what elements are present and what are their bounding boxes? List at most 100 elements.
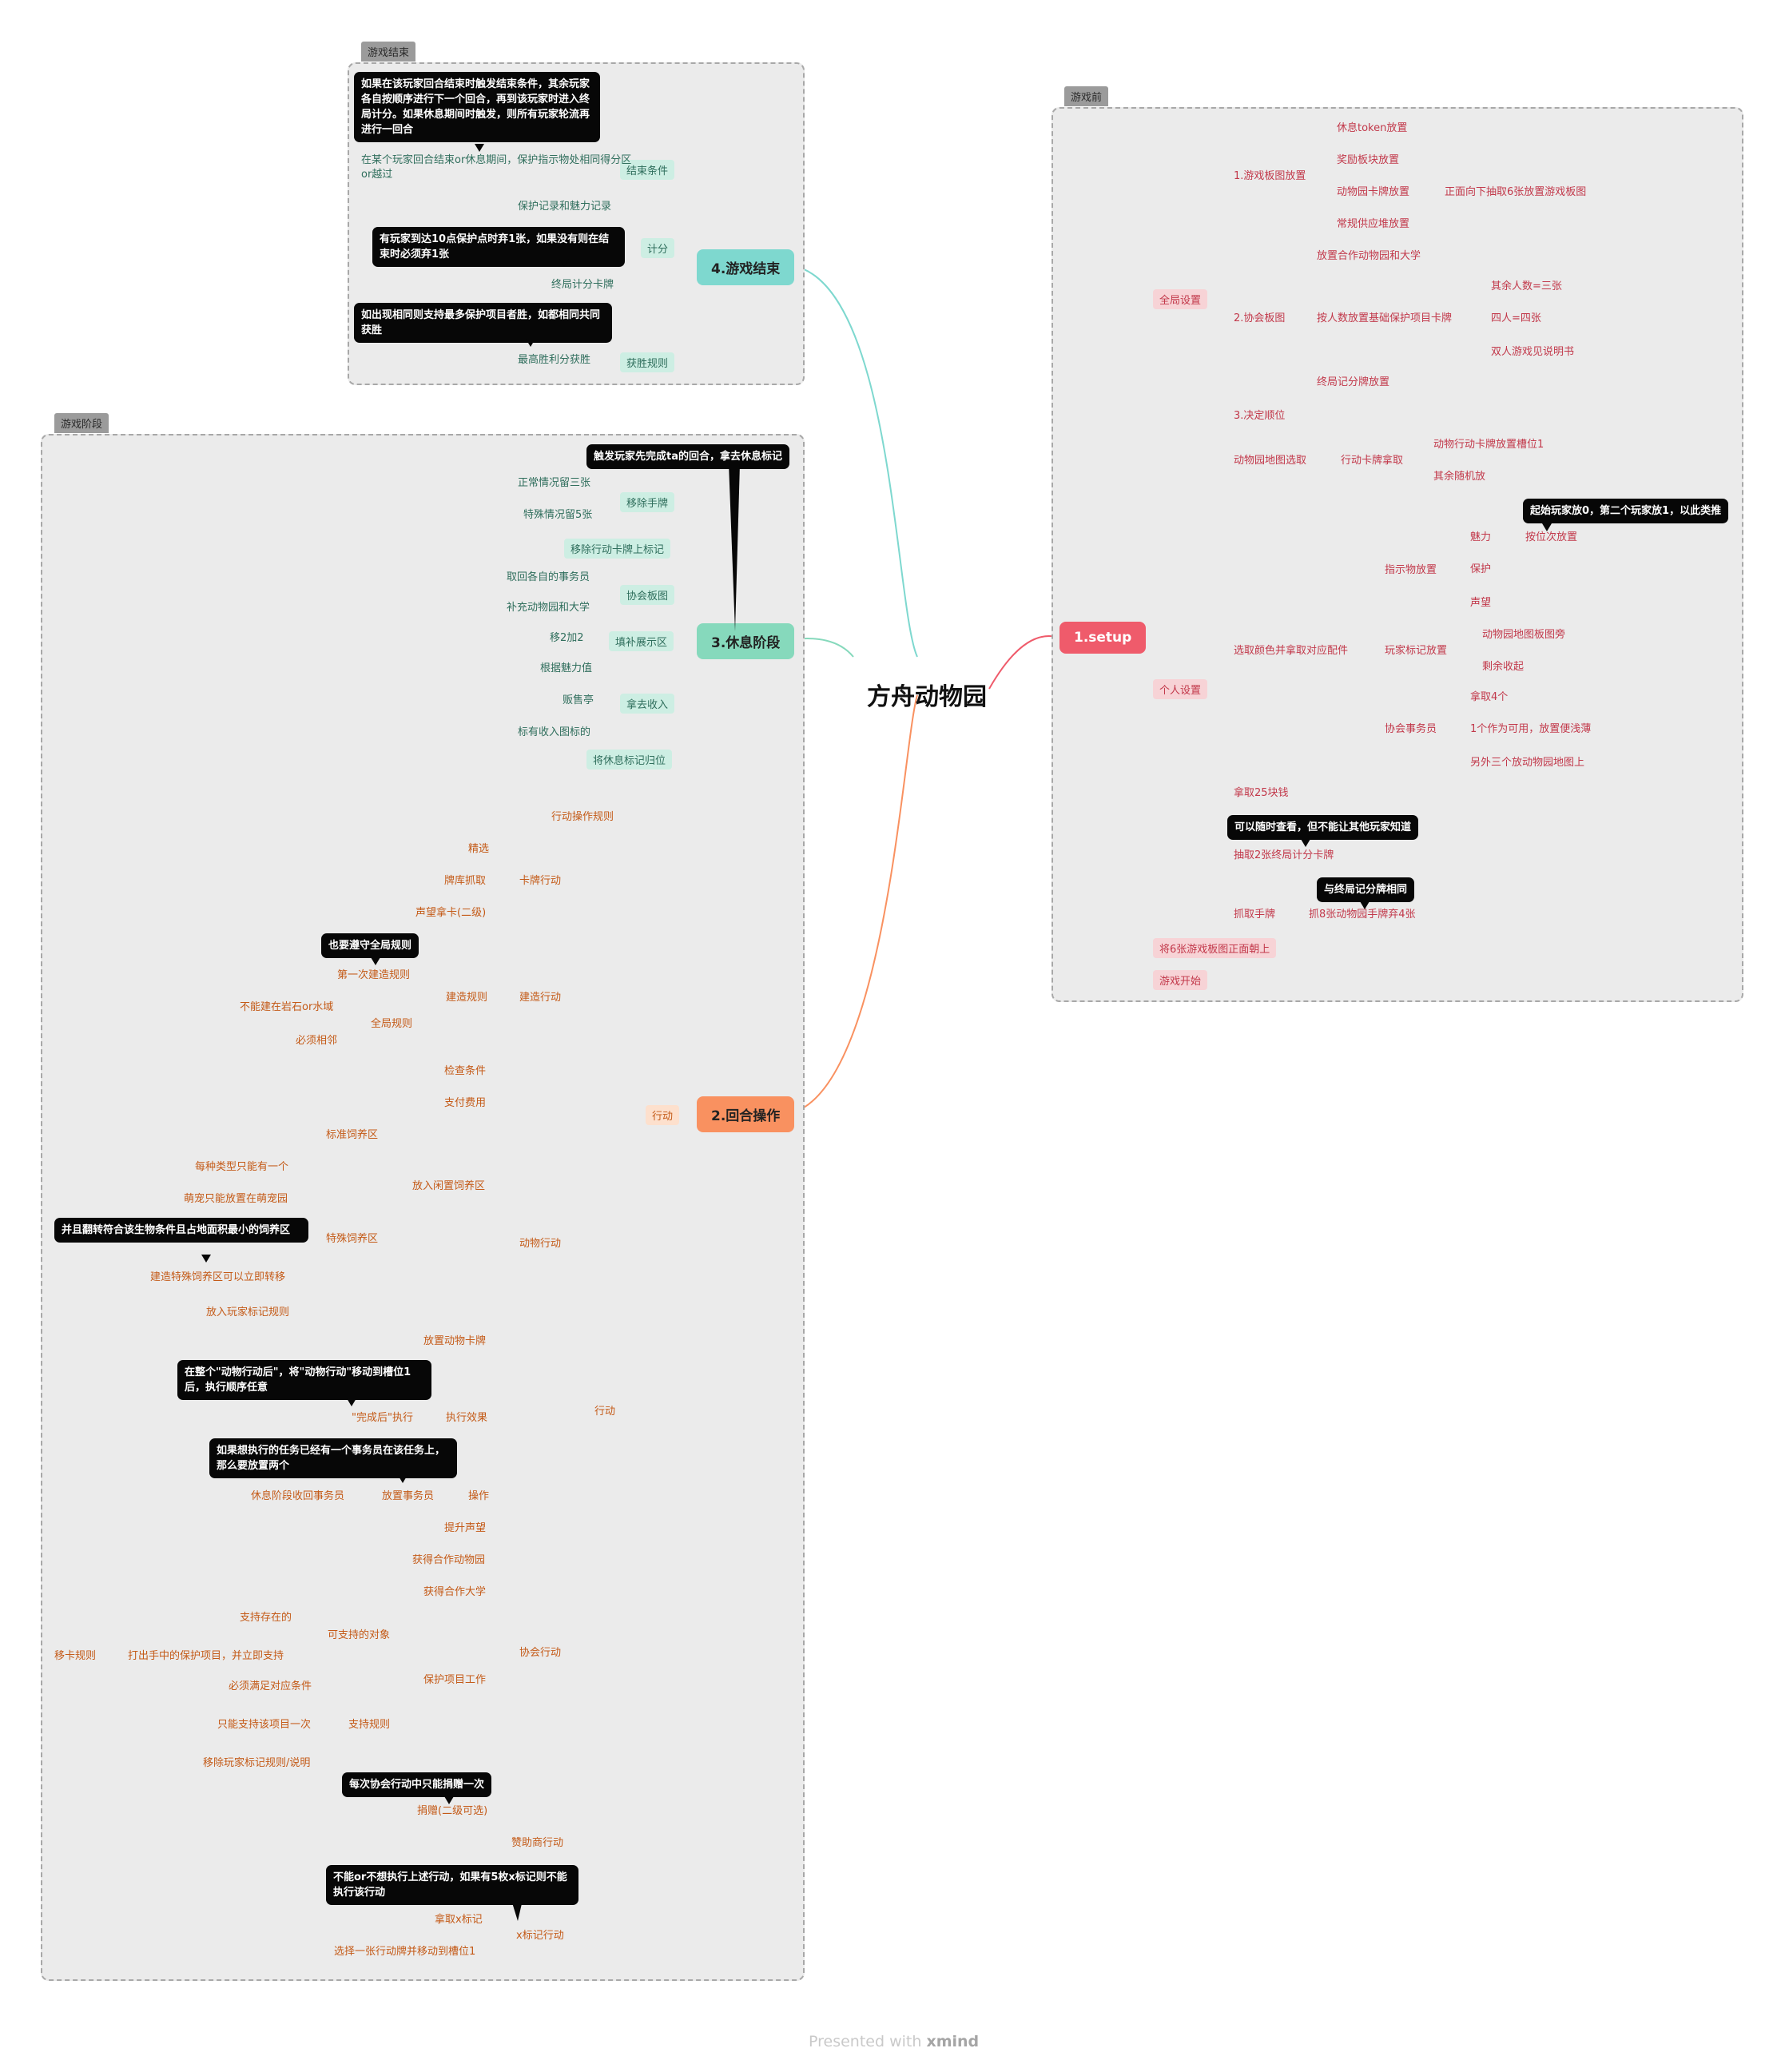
setup-board-animal-detail[interactable]: 正面向下抽取6张放置游戏板图 bbox=[1445, 186, 1587, 198]
round-global-rules[interactable]: 全局规则 bbox=[371, 1018, 413, 1030]
round-global-rule-item-1[interactable]: 必须相邻 bbox=[296, 1035, 338, 1047]
setup-money[interactable]: 拿取25块钱 bbox=[1234, 787, 1289, 799]
callout-end-trigger[interactable]: 如果在该玩家回合结束时触发结束条件，其余玩家各自按顺序进行下一个回合，再到该玩家… bbox=[354, 72, 600, 142]
end-scoring[interactable]: 计分 bbox=[641, 238, 675, 258]
topic-rest[interactable]: 3.休息阶段 bbox=[697, 623, 795, 659]
round-supportable-item-1[interactable]: 打出手中的保护项目，并立即支持 bbox=[128, 1650, 284, 1662]
callout-same-as-final[interactable]: 与终局记分牌相同 bbox=[1317, 877, 1415, 902]
round-pay[interactable]: 支付费用 bbox=[444, 1097, 487, 1109]
setup-flip[interactable]: 将6张游戏板图正面朝上 bbox=[1153, 938, 1277, 958]
round-supportable[interactable]: 可支持的对象 bbox=[328, 1629, 391, 1641]
setup-map-pick[interactable]: 动物园地图选取 bbox=[1234, 455, 1307, 467]
callout-start-order[interactable]: 起始玩家放0，第二个玩家放1，以此类推 bbox=[1523, 499, 1729, 523]
setup-board[interactable]: 1.游戏板图放置 bbox=[1234, 170, 1306, 182]
round-global-rule-item-0[interactable]: 不能建在岩石or水域 bbox=[240, 1001, 334, 1013]
round-x-action[interactable]: x标记行动 bbox=[516, 1930, 564, 1942]
setup-board-item-0[interactable]: 休息token放置 bbox=[1337, 122, 1408, 134]
setup-board-item-2[interactable]: 动物园卡牌放置 bbox=[1337, 186, 1410, 198]
round-sponsor-action[interactable]: 赞助商行动 bbox=[511, 1837, 564, 1849]
setup-hand[interactable]: 抓取手牌 bbox=[1234, 909, 1276, 921]
round-x-item-0[interactable]: 拿取x标记 bbox=[435, 1914, 483, 1926]
boundary-before-tag[interactable]: 游戏前 bbox=[1064, 86, 1109, 106]
rest-reset[interactable]: 将休息标记归位 bbox=[586, 750, 673, 770]
setup-worker-item-0[interactable]: 拿取4个 bbox=[1470, 691, 1509, 703]
setup-board-item-3[interactable]: 常规供应堆放置 bbox=[1337, 218, 1410, 230]
rest-income-item-0[interactable]: 根据魅力值 bbox=[540, 662, 593, 674]
rest-discard-item-0[interactable]: 正常情况留三张 bbox=[518, 477, 591, 489]
round-assoc-item-2[interactable]: 获得合作大学 bbox=[423, 1586, 487, 1598]
end-win-detail[interactable]: 最高胜利分获胜 bbox=[518, 354, 591, 366]
callout-peek[interactable]: 可以随时查看，但不能让其他玩家知道 bbox=[1227, 815, 1419, 840]
topic-round[interactable]: 2.回合操作 bbox=[697, 1096, 795, 1132]
end-scoring-item-1[interactable]: 终局计分卡牌 bbox=[551, 279, 614, 291]
round-build-rules[interactable]: 建造规则 bbox=[446, 992, 488, 1004]
central-topic[interactable]: 方舟动物园 bbox=[867, 683, 987, 711]
callout-smallest-enclosure[interactable]: 并且翻转符合该生物条件且占地面积最小的饲养区 bbox=[54, 1218, 308, 1243]
rest-remove-marks[interactable]: 移除行动卡牌上标记 bbox=[564, 539, 671, 559]
setup-assoc-item-1[interactable]: 按人数放置基础保护项目卡牌 bbox=[1317, 312, 1453, 324]
round-support-rules[interactable]: 支持规则 bbox=[348, 1719, 391, 1731]
setup-hand-detail[interactable]: 抓8张动物园手牌弃4张 bbox=[1309, 909, 1416, 921]
topic-end[interactable]: 4.游戏结束 bbox=[697, 249, 795, 285]
round-rule[interactable]: 行动操作规则 bbox=[551, 811, 614, 823]
round-special-enclosure[interactable]: 特殊饲养区 bbox=[326, 1233, 379, 1245]
round-special-item-1[interactable]: 萌宠只能放置在萌宠园 bbox=[184, 1193, 288, 1205]
end-win[interactable]: 获胜规则 bbox=[620, 352, 675, 372]
setup-marker-charm-detail[interactable]: 按位次放置 bbox=[1525, 531, 1578, 543]
round-effect-detail[interactable]: "完成后"执行 bbox=[352, 1412, 413, 1424]
rest-income-item-2[interactable]: 标有收入图标的 bbox=[518, 726, 591, 738]
setup-order[interactable]: 3.决定顺位 bbox=[1234, 410, 1286, 422]
setup-player-count-2[interactable]: 双人游戏见说明书 bbox=[1491, 346, 1575, 358]
setup-player-count-1[interactable]: 四人=四张 bbox=[1491, 312, 1541, 324]
round-enclosure[interactable]: 放入闲置饲养区 bbox=[412, 1180, 486, 1192]
round-place-worker[interactable]: 放置事务员 bbox=[382, 1490, 435, 1502]
setup-assoc[interactable]: 2.协会板图 bbox=[1234, 312, 1286, 324]
setup-marker-item-0[interactable]: 魅力 bbox=[1470, 531, 1492, 543]
setup-assoc-item-2[interactable]: 终局记分牌放置 bbox=[1317, 376, 1390, 388]
setup-worker-item-1[interactable]: 1个作为可用，放置便浅薄 bbox=[1470, 723, 1592, 735]
setup-personal[interactable]: 个人设置 bbox=[1153, 679, 1208, 699]
callout-after-animal[interactable]: 在整个"动物行动后"，将"动物行动"移动到槽位1后，执行顺序任意 bbox=[177, 1360, 431, 1400]
callout-build-global[interactable]: 也要遵守全局规则 bbox=[321, 933, 419, 958]
setup-board-item-1[interactable]: 奖励板块放置 bbox=[1337, 154, 1400, 166]
rest-assoc-item-1[interactable]: 补充动物园和大学 bbox=[507, 602, 590, 614]
rest-assoc[interactable]: 协会板图 bbox=[620, 585, 675, 605]
round-support-rule-item-2[interactable]: 移除玩家标记规则/说明 bbox=[203, 1757, 311, 1769]
round-build-action[interactable]: 建造行动 bbox=[519, 992, 562, 1004]
callout-donate-once[interactable]: 每次协会行动中只能捐赠一次 bbox=[342, 1772, 492, 1797]
round-action2[interactable]: 行动 bbox=[594, 1406, 616, 1418]
setup-player-tokens[interactable]: 玩家标记放置 bbox=[1385, 645, 1448, 657]
callout-end-tie[interactable]: 如出现相同则支持最多保护项目者胜，如都相同共同获胜 bbox=[354, 303, 612, 343]
rest-refill[interactable]: 填补展示区 bbox=[609, 631, 674, 651]
rest-discard[interactable]: 移除手牌 bbox=[620, 492, 675, 512]
round-support-rule-item-1[interactable]: 只能支持该项目一次 bbox=[217, 1719, 312, 1731]
round-special-item-3[interactable]: 放入玩家标记规则 bbox=[206, 1306, 290, 1318]
setup-color-pick[interactable]: 选取颜色并拿取对应配件 bbox=[1234, 645, 1349, 657]
setup-global[interactable]: 全局设置 bbox=[1153, 289, 1208, 309]
setup-player-count-0[interactable]: 其余人数=三张 bbox=[1491, 280, 1562, 292]
round-action[interactable]: 行动 bbox=[646, 1105, 680, 1125]
callout-x-marker[interactable]: 不能or不想执行上述行动，如果有5枚x标记则不能执行该行动 bbox=[326, 1865, 578, 1905]
round-project[interactable]: 保护项目工作 bbox=[423, 1674, 487, 1686]
rest-assoc-item-0[interactable]: 取回各自的事务员 bbox=[507, 571, 590, 583]
round-move-card-rule[interactable]: 移卡规则 bbox=[54, 1650, 97, 1662]
setup-player-token-item-1[interactable]: 剩余收起 bbox=[1482, 661, 1525, 673]
callout-end-score[interactable]: 有玩家到达10点保护点时弃1张，如果没有则在结束时必须弃1张 bbox=[372, 227, 625, 267]
round-assoc-item-1[interactable]: 获得合作动物园 bbox=[412, 1554, 486, 1566]
round-animal-action[interactable]: 动物行动 bbox=[519, 1238, 562, 1250]
callout-rest-trigger[interactable]: 触发玩家先完成ta的回合，拿去休息标记 bbox=[586, 444, 789, 469]
setup-action-cards[interactable]: 行动卡牌拿取 bbox=[1341, 455, 1404, 467]
round-check[interactable]: 检查条件 bbox=[444, 1065, 487, 1077]
boundary-end-tag[interactable]: 游戏结束 bbox=[361, 42, 416, 62]
round-special-item-0[interactable]: 每种类型只能有一个 bbox=[195, 1161, 289, 1173]
round-operate[interactable]: 操作 bbox=[468, 1490, 490, 1502]
round-place-worker-detail[interactable]: 休息阶段收回事务员 bbox=[251, 1490, 345, 1502]
round-card-item-2[interactable]: 声望拿卡(二级) bbox=[415, 907, 487, 919]
setup-final-cards[interactable]: 抽取2张终局计分卡牌 bbox=[1234, 849, 1334, 861]
setup-worker-item-2[interactable]: 另外三个放动物园地图上 bbox=[1470, 757, 1585, 769]
setup-action-card-item-1[interactable]: 其余随机放 bbox=[1433, 471, 1486, 483]
setup-marker-item-1[interactable]: 保护 bbox=[1470, 563, 1492, 575]
callout-two-workers[interactable]: 如果想执行的任务已经有一个事务员在该任务上，那么要放置两个 bbox=[209, 1438, 457, 1478]
round-special-item-2[interactable]: 建造特殊饲养区可以立即转移 bbox=[150, 1271, 286, 1283]
setup-player-token-item-0[interactable]: 动物园地图板图旁 bbox=[1482, 629, 1566, 641]
